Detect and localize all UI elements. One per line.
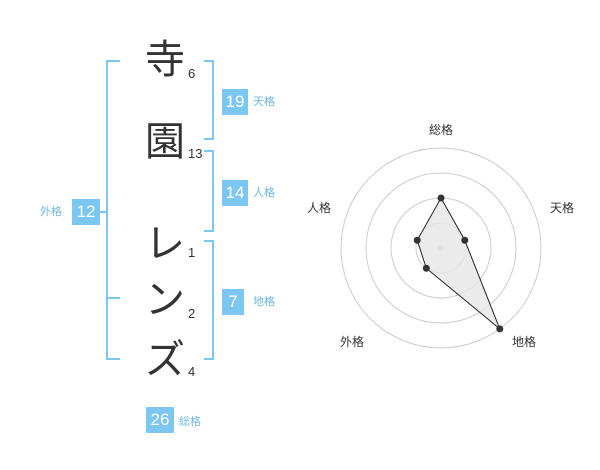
soukaku-score: 26 <box>146 407 174 433</box>
tenkaku-score: 19 <box>222 89 248 115</box>
radar-point-1 <box>437 194 445 202</box>
radar-label-jinkaku: 人格 <box>307 200 331 215</box>
jinkaku-bracket <box>204 150 214 232</box>
radar-point-5 <box>413 236 421 244</box>
tenkaku-label: 天格 <box>253 95 275 108</box>
name-char-4: ン <box>145 277 185 323</box>
jinkaku-label: 人格 <box>253 186 275 199</box>
radar-label-soukaku: 総格 <box>429 122 453 137</box>
gaikaku-bracket-tick <box>106 297 120 299</box>
stroke-count-2: 13 <box>188 146 203 161</box>
radar-shape <box>416 196 501 330</box>
stroke-count-3: 1 <box>188 245 196 260</box>
radar-label-gaikaku: 外格 <box>340 334 364 349</box>
chikaku-score: 7 <box>222 289 244 315</box>
gaikaku-label: 外格 <box>40 205 62 218</box>
radar-points <box>413 194 504 333</box>
gaikaku-score: 12 <box>72 199 100 225</box>
stroke-count-4: 2 <box>188 306 196 321</box>
radar-ring <box>340 147 542 349</box>
name-char-3: レ <box>145 221 185 267</box>
chikaku-label: 地格 <box>253 295 275 308</box>
radar-point-4 <box>422 264 430 272</box>
chikaku-bracket <box>204 240 214 360</box>
radar-label-chikaku: 地格 <box>512 334 536 349</box>
stroke-count-5: 4 <box>188 364 196 379</box>
radar-point-3 <box>496 325 504 333</box>
jinkaku-score: 14 <box>222 180 248 206</box>
tenkaku-bracket <box>204 60 214 140</box>
name-char-5: ズ <box>145 337 185 383</box>
name-char-1: 寺 <box>145 37 185 83</box>
name-char-2: 園 <box>145 119 185 165</box>
gaikaku-bracket <box>106 60 120 360</box>
radar-label-tenkaku: 天格 <box>550 200 574 215</box>
soukaku-label: 総格 <box>179 415 201 428</box>
radar-ring <box>365 172 517 324</box>
radar-point-2 <box>461 236 469 244</box>
stroke-count-1: 6 <box>188 66 196 81</box>
